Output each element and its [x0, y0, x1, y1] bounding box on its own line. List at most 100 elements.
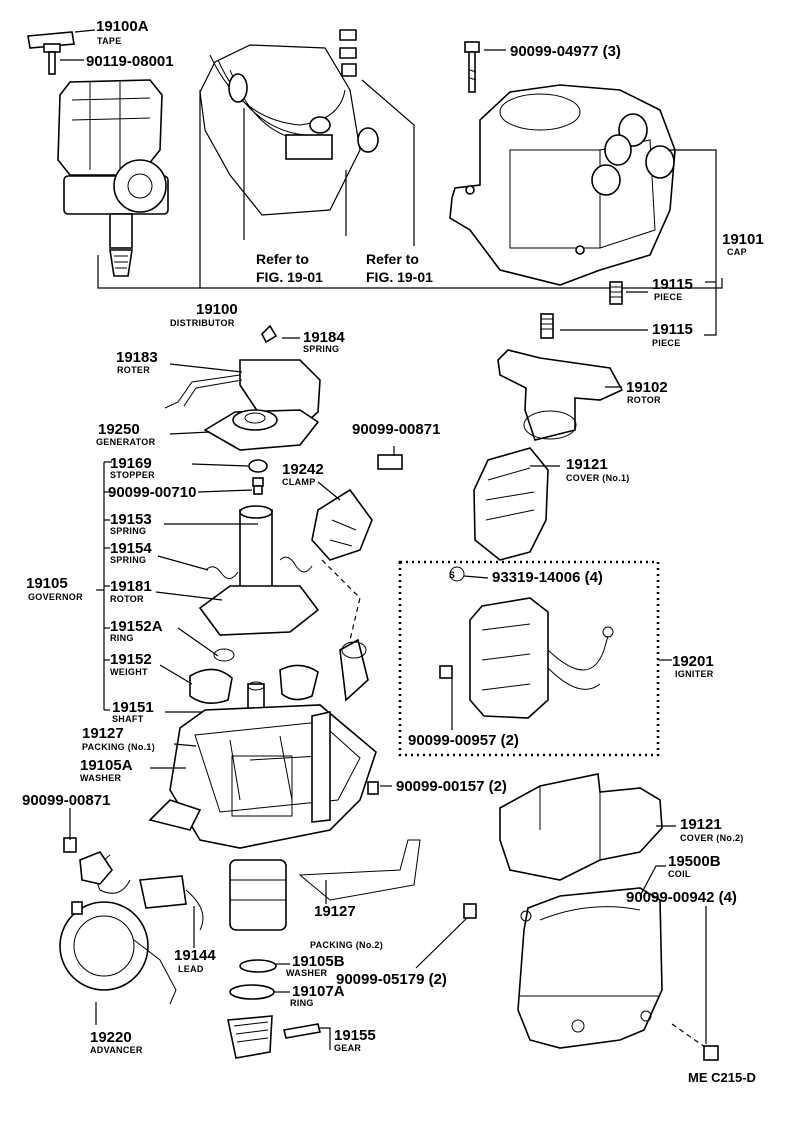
- part-number-19121-bottom: 19121: [680, 816, 722, 833]
- refer-label-2: Refer to: [366, 251, 419, 267]
- part-number-19181: 19181: [110, 578, 152, 595]
- part-number-90099-00710: 90099-00710: [108, 484, 196, 501]
- clamp-shape: [311, 488, 373, 561]
- part-number-19105a: 19105A: [80, 757, 133, 774]
- part-name-advancer: ADVANCER: [90, 1045, 143, 1055]
- part-number-90099-00157: 90099-00157 (2): [396, 778, 507, 795]
- vacuum-advancer-small-shape: [113, 159, 167, 213]
- part-number-90099-00871-top: 90099-00871: [352, 421, 440, 438]
- cover-no1-shape: [473, 447, 549, 561]
- part-name-lead: LEAD: [178, 964, 204, 974]
- clip-stack-shape: [339, 29, 357, 77]
- part-name-tape: TAPE: [97, 36, 122, 46]
- part-number-19242: 19242: [282, 461, 324, 478]
- governor-plate-shape: [198, 585, 320, 636]
- cap-drawing: [449, 41, 676, 339]
- governor-drawing: [189, 459, 320, 725]
- part-number-19250: 19250: [98, 421, 140, 438]
- part-number-19201: 19201: [672, 653, 714, 670]
- cover-no2-coil-drawing: [499, 773, 719, 1061]
- figure-code: ME C215-D: [688, 1070, 756, 1085]
- part-number-19153: 19153: [110, 511, 152, 528]
- piece-lower-shape: [540, 313, 554, 339]
- distributor-assembly-drawing: [27, 31, 169, 277]
- part-name-ring-19152a: RING: [110, 633, 134, 643]
- part-name-cover-no2: COVER (No.2): [680, 833, 744, 843]
- shaft-small-shape: [109, 213, 133, 249]
- connector-plug-shape: [339, 638, 369, 702]
- advancer-diaphragm-shape: [59, 901, 149, 991]
- part-number-19154: 19154: [110, 540, 152, 557]
- part-name-shaft: SHAFT: [112, 714, 144, 724]
- part-name-coil: COIL: [668, 869, 691, 879]
- part-name-igniter: IGNITER: [675, 669, 714, 679]
- refer-fig-1: FIG. 19-01: [256, 269, 323, 285]
- part-name-gear: GEAR: [334, 1043, 361, 1053]
- part-name-rotor-19102: ROTOR: [627, 395, 661, 405]
- part-name-packing-no1: PACKING (No.1): [82, 742, 155, 752]
- gear-small-shape: [109, 249, 133, 277]
- cap-bracket-line: [668, 149, 717, 336]
- part-name-stopper: STOPPER: [110, 470, 155, 480]
- stopper-shape: [248, 459, 268, 473]
- bolt-shank-shape: [48, 51, 56, 75]
- rotor-shape: [497, 349, 624, 441]
- part-name-ring-19107a: RING: [290, 998, 314, 1008]
- part-number-90119-08001: 90119-08001: [86, 53, 174, 70]
- part-number-90099-05179: 90099-05179 (2): [336, 971, 447, 988]
- signal-rotor-generator-drawing: [164, 324, 321, 451]
- part-number-90099-00871-left: 90099-00871: [22, 792, 110, 809]
- gear-shape: [227, 1015, 273, 1059]
- distributor-cap-small-shape: [57, 79, 163, 176]
- part-name-packing-no2: PACKING (No.2): [310, 940, 383, 950]
- part-number-19151: 19151: [112, 699, 154, 716]
- part-number-19101: 19101: [722, 231, 764, 248]
- s-marker-circle: [449, 566, 465, 582]
- part-number-90099-04977: 90099-04977 (3): [510, 43, 621, 60]
- part-name-generator: GENERATOR: [96, 437, 156, 447]
- part-number-19105: 19105: [26, 575, 68, 592]
- part-number-90099-00942: 90099-00942 (4): [626, 889, 737, 906]
- part-name-washer-19105b: WASHER: [286, 968, 328, 978]
- part-number-19105b: 19105B: [292, 953, 345, 970]
- igniter-shape: [469, 597, 549, 719]
- part-number-19184: 19184: [303, 329, 345, 346]
- part-number-19127-top: 19127: [82, 725, 124, 742]
- part-number-90099-00957: 90099-00957 (2): [408, 732, 519, 749]
- piece-upper-shape: [609, 281, 623, 305]
- cover-no1-drawing: [473, 447, 549, 561]
- part-number-19155: 19155: [334, 1027, 376, 1044]
- part-name-spring-19153: SPRING: [110, 526, 146, 536]
- part-number-19500b: 19500B: [668, 853, 721, 870]
- part-name-weight: WEIGHT: [110, 667, 148, 677]
- coil-shape: [517, 887, 663, 1049]
- packing-no2-shape: [298, 839, 421, 901]
- part-name-roter: ROTER: [117, 365, 150, 375]
- weight-right-shape: [279, 664, 319, 701]
- tape-shape: [27, 31, 75, 49]
- lower-housing-shape: [229, 859, 287, 931]
- part-number-19127-bottom: 19127: [314, 903, 356, 920]
- part-number-19102: 19102: [626, 379, 668, 396]
- distributor-bracket-line: [97, 255, 723, 289]
- part-number-19220: 19220: [90, 1029, 132, 1046]
- igniter-dotted-box: [398, 560, 660, 757]
- part-name-clamp: CLAMP: [282, 477, 316, 487]
- lead-connector-shape: [139, 875, 187, 909]
- part-number-93319-14006: 93319-14006 (4): [492, 569, 603, 586]
- part-name-washer-19105a: WASHER: [80, 773, 122, 783]
- weight-left-shape: [189, 668, 233, 704]
- distributor-cap-shape: [449, 84, 676, 286]
- housing-drawing: [59, 638, 421, 1059]
- wiring-harness-drawing: [199, 29, 415, 288]
- part-number-19107a: 19107A: [292, 983, 345, 1000]
- part-name-piece-upper: PIECE: [654, 292, 683, 302]
- ring-a-shape: [229, 984, 275, 1000]
- part-name-cover-no1: COVER (No.1): [566, 473, 630, 483]
- pin-shape: [283, 1023, 321, 1039]
- clamp-drawing: [311, 454, 403, 561]
- part-number-19152: 19152: [110, 651, 152, 668]
- part-name-spring-19184: SPRING: [303, 344, 339, 354]
